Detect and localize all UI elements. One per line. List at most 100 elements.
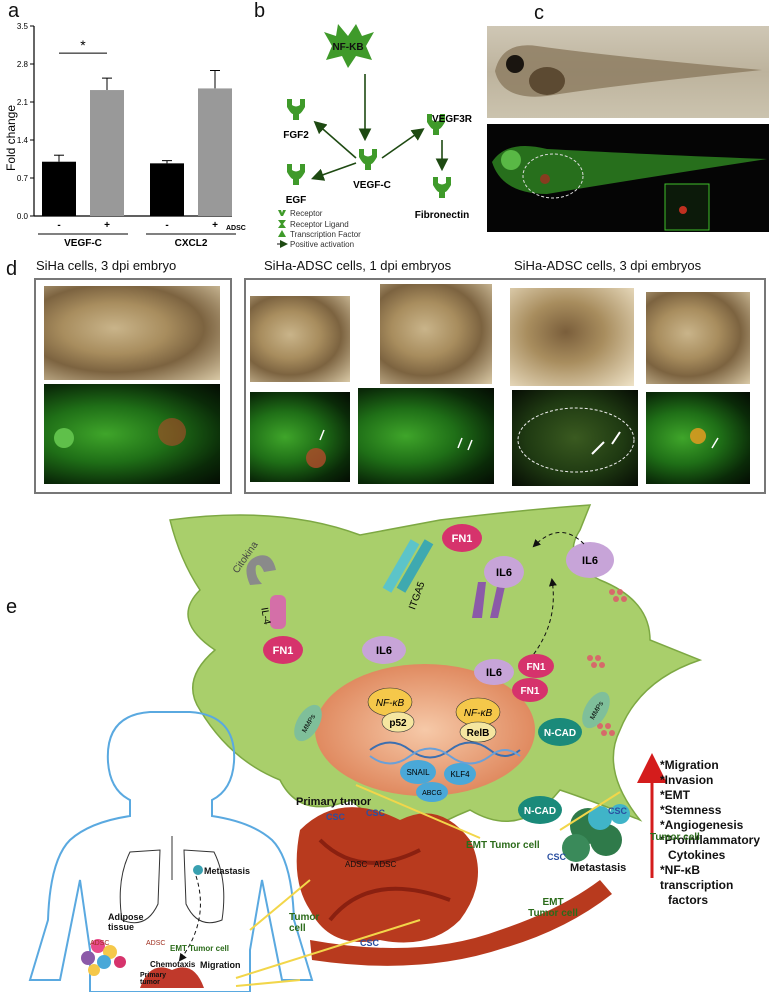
cytokine-dots bbox=[587, 589, 627, 736]
fibronectin-receptor bbox=[433, 177, 451, 198]
primary-tumor-label: Primary tumor bbox=[296, 796, 372, 808]
csc-label-5: CSC bbox=[547, 852, 567, 862]
il4-label: IL-4 bbox=[258, 607, 272, 626]
significance-star: * bbox=[80, 37, 86, 53]
y-tick-label: 1.4 bbox=[17, 136, 29, 145]
snail-label: SNAIL bbox=[406, 768, 430, 777]
p52 bbox=[381, 711, 415, 733]
uterus bbox=[140, 967, 204, 988]
adsc3-brightfield-1 bbox=[510, 288, 634, 386]
y-axis-label: Fold change bbox=[4, 105, 18, 171]
panel-letter-e: e bbox=[6, 596, 18, 618]
egf-label: EGF bbox=[286, 195, 307, 206]
adsc1-fluorescence-1 bbox=[250, 392, 350, 482]
adsc1-caption: SiHa-ADSC cells, 1 dpi embryos bbox=[264, 258, 452, 273]
relb bbox=[459, 721, 497, 743]
siha-photo-box bbox=[34, 278, 232, 494]
body-metastasis-label: Metastasis bbox=[204, 866, 251, 876]
legend-tf: Transcription Factor bbox=[290, 230, 361, 239]
panel-letter-c: c bbox=[534, 2, 544, 24]
klf4-label: KLF4 bbox=[450, 770, 470, 779]
adsc-sign-label: - bbox=[57, 220, 60, 231]
mmps-left bbox=[294, 704, 322, 742]
fn1-right-1-label: FN1 bbox=[527, 662, 546, 673]
relb-label: RelB bbox=[467, 728, 490, 739]
migration-label: Migration bbox=[200, 960, 241, 970]
nfkb-label: NF-KB bbox=[332, 42, 363, 53]
adsc1-brightfield-2 bbox=[380, 284, 492, 384]
group-label: VEGF-C bbox=[64, 238, 102, 249]
adsc-factor-label: ADSC bbox=[226, 225, 246, 232]
panel-letter-b: b bbox=[254, 0, 266, 22]
legend-receptor: Receptor bbox=[290, 209, 323, 218]
fn1-left-label: FN1 bbox=[273, 645, 294, 657]
signaling-diagram: NF-KB FGF2 EGF VEGF-C VEGF3R Fibronectin… bbox=[277, 24, 473, 249]
nfkb-shape bbox=[324, 24, 374, 68]
csc-label-3: CSC bbox=[360, 938, 380, 948]
adsc-photo-box bbox=[244, 278, 766, 494]
fgf2-receptor bbox=[287, 99, 305, 120]
adsc-sign-label: - bbox=[165, 220, 168, 231]
fn1-left bbox=[263, 636, 303, 664]
adsc-label-t1: ADSC bbox=[345, 860, 368, 869]
bar bbox=[150, 163, 184, 216]
fn1-right-2 bbox=[512, 678, 548, 702]
vegfc-label: VEGF-C bbox=[353, 180, 391, 191]
chemotaxis-label: Chemotaxis bbox=[150, 960, 196, 969]
bar bbox=[90, 90, 124, 216]
adsc-sign-label: + bbox=[212, 220, 218, 231]
adsc-label-t2: ADSC bbox=[374, 860, 397, 869]
y-ticks: 0.00.71.42.12.83.5 bbox=[17, 22, 34, 221]
y-tick-label: 2.1 bbox=[17, 98, 29, 107]
body-adsc-label-2: ADSC bbox=[146, 940, 166, 947]
effects-list: *Migration *Invasion *EMT *Stemness *Ang… bbox=[660, 758, 761, 907]
il6-free bbox=[566, 542, 614, 578]
siha-fluorescence bbox=[44, 384, 220, 484]
ncad-2-label: N-CAD bbox=[524, 806, 556, 817]
zebrafish-brightfield-photo bbox=[487, 26, 769, 118]
vegfc-ligand bbox=[359, 149, 377, 170]
y-tick-label: 3.5 bbox=[17, 22, 29, 31]
il4-receptor bbox=[270, 595, 286, 629]
body-adsc-label-1: ADSC bbox=[90, 940, 110, 947]
csc-label-4: CSC bbox=[608, 806, 628, 816]
fn1-right-1 bbox=[518, 654, 554, 678]
emt-tumor-cell-label-2: EMT Tumor cell bbox=[528, 897, 578, 919]
vegf3r-label: VEGF3R bbox=[432, 114, 473, 125]
dna-strand bbox=[369, 741, 521, 759]
bar-marks: * bbox=[42, 37, 232, 216]
y-tick-label: 0.7 bbox=[17, 174, 29, 183]
fibronectin-label: Fibronectin bbox=[415, 210, 469, 221]
fold-change-bar-chart: Fold change 0.00.71.42.12.83.5 * -+VEGF-… bbox=[4, 22, 246, 249]
adsc1-brightfield-1 bbox=[250, 296, 350, 382]
klf4 bbox=[444, 763, 476, 785]
fn1-top-label: FN1 bbox=[452, 533, 473, 545]
diagram-legend: Receptor Receptor Ligand Transcription F… bbox=[277, 209, 361, 249]
body-primary-tumor-label: Primary tumor bbox=[140, 972, 167, 986]
metastasis-label-right: Metastasis bbox=[570, 862, 627, 874]
fn1-right-2-label: FN1 bbox=[521, 686, 540, 697]
legend-activation: Positive activation bbox=[290, 240, 354, 249]
il6-free-label: IL6 bbox=[582, 555, 598, 567]
adipose-label: Adipose tissue bbox=[108, 912, 144, 932]
ncad-1 bbox=[538, 718, 582, 746]
blood-vessel bbox=[310, 880, 612, 966]
p52-label: p52 bbox=[389, 718, 407, 729]
tumor-cell-label-right: Tumor cell bbox=[650, 832, 700, 843]
il6-bound bbox=[484, 556, 524, 588]
adsc1-fluorescence-2 bbox=[358, 388, 494, 484]
group-label: CXCL2 bbox=[175, 238, 208, 249]
il6-right bbox=[474, 659, 514, 685]
il6-right-label: IL6 bbox=[486, 667, 502, 679]
connector-lines bbox=[235, 784, 621, 987]
panel-letter-d: d bbox=[6, 258, 18, 280]
mechanism-schematic: Citokina IL-4 ITGA5 FN1 IL6 IL6 FN1 IL6 … bbox=[28, 504, 703, 992]
siha-brightfield bbox=[44, 286, 220, 380]
y-tick-label: 0.0 bbox=[17, 212, 29, 221]
emt-tumor-cell-label: EMT Tumor cell bbox=[466, 840, 540, 851]
il6-mid bbox=[362, 636, 406, 664]
adsc3-fluorescence-2 bbox=[646, 392, 750, 484]
egf-receptor bbox=[287, 164, 305, 185]
adsc-sign-label: + bbox=[104, 220, 110, 231]
abcg bbox=[416, 782, 448, 802]
